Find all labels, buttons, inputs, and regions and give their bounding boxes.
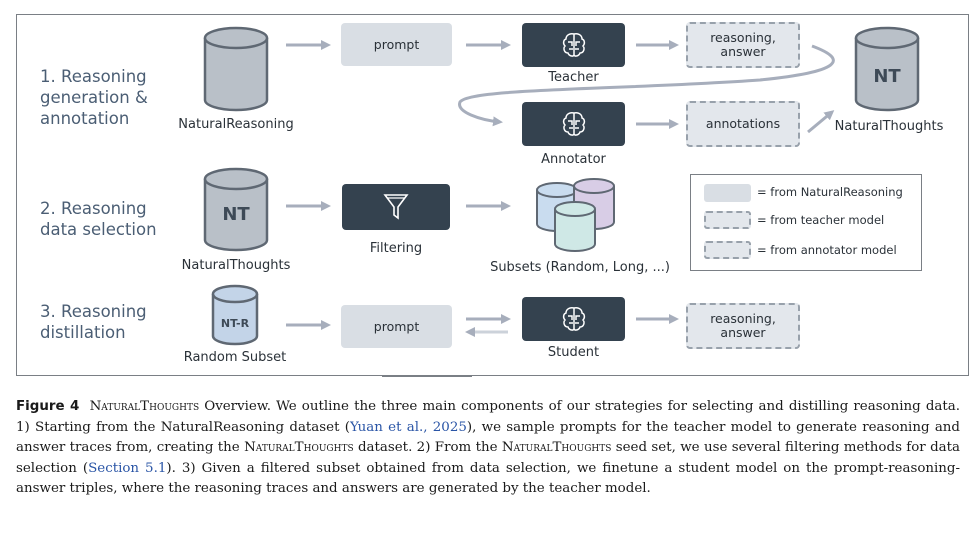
stage-3-label: 3. Reasoning distillation <box>40 301 147 343</box>
stage-1-line2: generation & <box>40 88 148 107</box>
caption-text-2: ), we sample prompts for the teacher mod… <box>16 419 960 456</box>
natural-thoughts-seed-db-icon <box>203 167 269 252</box>
legend-text-1: = from NaturalReasoning <box>757 185 903 199</box>
ntr-db-text: NT-R <box>220 317 250 330</box>
annotator-box <box>522 102 625 146</box>
prompt-box-row1: prompt <box>341 23 452 66</box>
diagram-frame <box>16 14 969 376</box>
section-link[interactable]: Section 5.1 <box>88 460 167 476</box>
annotations-box: annotations <box>686 101 800 147</box>
caption-text-4: seed set, we use several filtering metho… <box>16 440 960 476</box>
diagram-graphics <box>203 26 920 377</box>
legend: = from NaturalReasoning = from teacher m… <box>690 174 922 271</box>
filtering-box <box>342 184 450 230</box>
natural-reasoning-db-label: NaturalReasoning <box>178 117 294 132</box>
legend-text-3: = from annotator model <box>757 243 897 257</box>
random-subset-label: Random Subset <box>183 350 287 365</box>
stage-1-line1: 1. Reasoning <box>40 67 147 86</box>
filtering-label: Filtering <box>369 241 423 256</box>
nt-r-db-icon <box>211 284 259 346</box>
natural-thoughts-seed-db-label: NaturalThoughts <box>181 258 291 273</box>
legend-text-2: = from teacher model <box>757 213 885 227</box>
caption-title: NaturalThoughts <box>89 399 200 414</box>
caption-dataset-name-1: NaturalThoughts <box>244 440 354 455</box>
student-box <box>522 297 625 341</box>
caption-text-1: Overview. We outline the three main comp… <box>16 399 961 435</box>
student-output-box: reasoning, answer <box>686 303 800 349</box>
funnel-icon <box>383 194 409 220</box>
natural-thoughts-db-icon <box>854 26 920 112</box>
stage-1-label: 1. Reasoning generation & annotation <box>40 66 148 129</box>
stage-3-line1: 3. Reasoning <box>40 302 147 321</box>
citation-link[interactable]: Yuan et al., 2025 <box>349 419 467 435</box>
teacher-output-box: reasoning, answer <box>686 22 800 68</box>
teacher-box <box>522 23 625 67</box>
stage-2-line2: data selection <box>40 220 157 239</box>
stage-2-label: 2. Reasoning data selection <box>40 198 157 240</box>
brain-icon <box>562 307 585 331</box>
caption-text-5: ). 3) Given a filtered subset obtained f… <box>16 460 961 497</box>
legend-swatch-dashed-2 <box>704 241 751 259</box>
stage-3-line2: distillation <box>40 323 126 342</box>
caption-figure-label: Figure 4 <box>16 399 80 414</box>
figure-caption: Figure 4 NaturalThoughts Overview. We ou… <box>16 397 960 500</box>
caption-dataset-name-2: NaturalThoughts <box>501 440 612 455</box>
legend-swatch-dashed-1 <box>704 211 751 229</box>
brain-icon <box>562 33 585 57</box>
legend-swatch-solid <box>704 184 751 202</box>
natural-reasoning-db-icon <box>203 26 269 112</box>
natural-thoughts-db-label: NaturalThoughts <box>834 119 944 134</box>
stage-2-line1: 2. Reasoning <box>40 199 147 218</box>
stage-1-line3: annotation <box>40 109 130 128</box>
nt-seed-db-text: NT <box>222 204 250 225</box>
subsets-icon <box>536 178 615 252</box>
annotator-label: Annotator <box>541 152 606 167</box>
student-label: Student <box>547 345 600 360</box>
brain-icon <box>562 112 585 136</box>
subsets-label: Subsets (Random, Long, ...) <box>490 260 670 275</box>
prompt-box-row3: prompt <box>341 305 452 348</box>
caption-text-3: dataset. 2) From the <box>353 440 502 455</box>
teacher-label: Teacher <box>548 70 599 85</box>
nt-db-text: NT <box>873 66 901 87</box>
